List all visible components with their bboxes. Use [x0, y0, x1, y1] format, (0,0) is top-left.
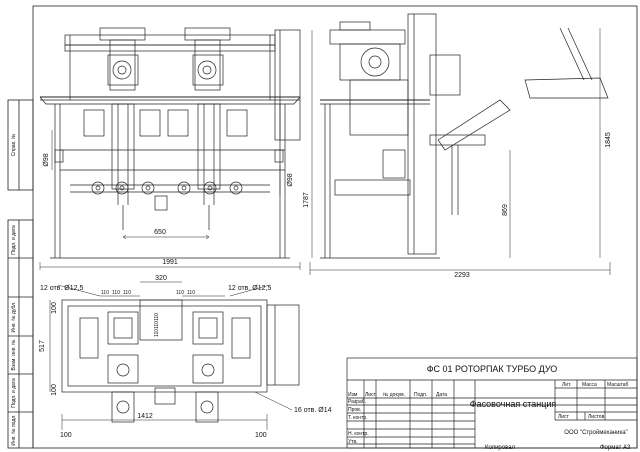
- company-name: ООО "Строймеханика": [564, 429, 627, 436]
- front-view: [39, 27, 301, 270]
- dim-plan-517: 517: [39, 340, 46, 352]
- dim-plan-1412: 1412: [137, 413, 153, 420]
- tb-head-list: Лист: [365, 392, 377, 398]
- stamp-inv-podl: Инв. № подл.: [11, 414, 17, 445]
- dim-mid-d98: Ø98: [287, 173, 294, 186]
- stamp-inv-dubl: Инв. № дубл.: [11, 302, 17, 333]
- dim-front-width: 1991: [162, 259, 178, 266]
- format-label: Формат А3: [600, 445, 631, 451]
- plan-view: [49, 281, 300, 430]
- dim-side-h3: 869: [502, 204, 509, 216]
- dim-plan-100-d: 100: [255, 432, 267, 439]
- dim-front-d98: Ø98: [43, 153, 50, 166]
- dim-plan-110-d: 110: [176, 290, 184, 296]
- stamp-sprav: Справ. №: [11, 134, 17, 157]
- dim-plan-110-e: 110: [187, 290, 195, 296]
- tb-row-utv: Утв.: [348, 439, 358, 445]
- side-stamp-column: [7, 219, 34, 449]
- sheet-frame: [32, 5, 638, 449]
- title-block: [346, 357, 638, 449]
- dim-plan-110-a: 110: [101, 290, 109, 296]
- tb-col-scale: Масштаб: [607, 382, 629, 388]
- dim-plan-100-a: 100: [51, 302, 58, 314]
- tb-row-tkontr: Т. контр.: [348, 415, 368, 421]
- tb-row-razrab: Разраб.: [348, 399, 366, 405]
- dim-plan-holes-left: 12 отв. Ø12,5: [40, 285, 83, 292]
- drawing-code: ФС 01 РОТОРПАК ТУРБО ДУО: [427, 364, 558, 374]
- drawing-name: Фасовочная станция: [470, 399, 557, 409]
- tb-head-date: Дата: [436, 392, 447, 398]
- tb-head-doc: № докум.: [383, 392, 405, 398]
- dim-plan-100-c: 100: [60, 432, 72, 439]
- side-view: [309, 13, 611, 275]
- dim-plan-holes-right: 12 отв. Ø12,5: [228, 285, 271, 292]
- tb-col-lit: Лит.: [562, 382, 571, 388]
- side-stamp-top: [7, 99, 34, 191]
- stamp-podp-data-2: Подп. и дата: [11, 225, 17, 255]
- dim-plan-110-b: 110: [112, 290, 120, 296]
- dim-plan-320: 320: [155, 275, 167, 282]
- tb-sheets: Листов: [588, 414, 605, 420]
- tb-sheet: Лист: [558, 414, 570, 420]
- tb-row-prov: Пров.: [348, 407, 361, 413]
- dim-side-h1: 1787: [303, 192, 310, 208]
- dim-plan-100-b: 100: [51, 384, 58, 396]
- stamp-vzam-inv: Взам. инв. №: [11, 340, 17, 371]
- dim-side-width: 2293: [454, 272, 470, 279]
- dim-side-h2: 1845: [605, 132, 612, 148]
- tb-row-nkontr: Н. контр.: [348, 431, 369, 437]
- dim-plan-110-c: 110: [123, 290, 131, 296]
- copied-label: Копировал: [485, 445, 516, 451]
- dim-plan-holes-16: 16 отв. Ø14: [294, 407, 332, 414]
- dim-plan-vertical: 110110110: [154, 313, 160, 337]
- dim-front-inner: 650: [154, 229, 166, 236]
- tb-head-izm: Изм: [348, 392, 358, 398]
- stamp-podp-data-1: Подп. и дата: [11, 378, 17, 408]
- tb-col-mass: Масса: [582, 382, 597, 388]
- tb-head-sign: Подп.: [414, 392, 427, 398]
